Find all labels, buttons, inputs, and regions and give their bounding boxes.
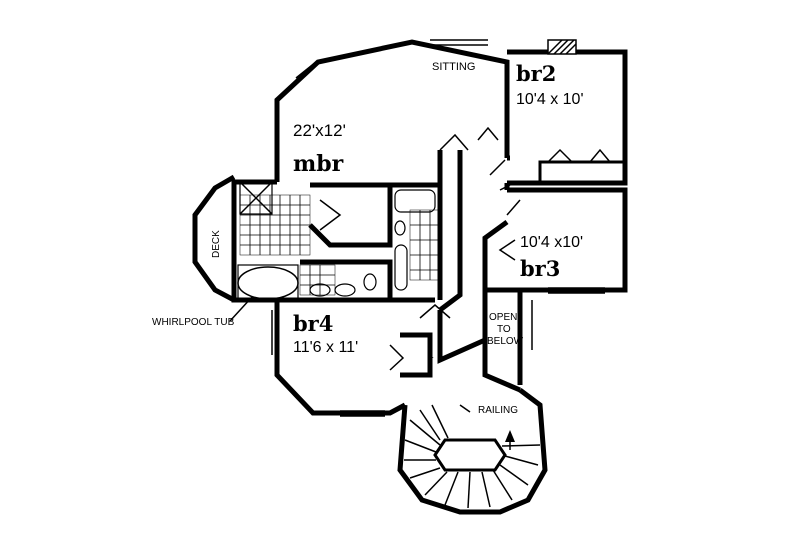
br2-dimensions: 10'4 x 10' xyxy=(516,91,584,108)
br4-dimensions: 11'6 x 11' xyxy=(293,339,358,356)
open-to-below-2: TO xyxy=(497,324,511,335)
mbr-sitting-wall xyxy=(274,39,510,182)
room-label-br3: br3 xyxy=(520,256,560,281)
shower xyxy=(239,181,273,215)
deck-label: DECK xyxy=(211,230,222,258)
toilet-2 xyxy=(363,273,377,291)
interior-walls xyxy=(300,148,627,472)
whirlpool-label: WHIRLPOOL TUB xyxy=(152,317,235,328)
bath-tiles xyxy=(239,194,439,296)
whirlpool-tub xyxy=(237,266,299,300)
br3-dimensions: 10'4 x10' xyxy=(520,234,583,251)
sink-2 xyxy=(334,283,356,297)
deck-wall xyxy=(192,174,236,303)
whirlpool-leader xyxy=(229,296,253,322)
fixtures xyxy=(237,181,436,301)
sink-1 xyxy=(309,283,331,297)
open-below-wall xyxy=(482,290,521,393)
room-label-sitting: SITTING xyxy=(432,61,475,73)
stair-tower-wall xyxy=(397,388,548,515)
room-label-br4: br4 xyxy=(293,311,333,336)
open-to-below-1: OPEN xyxy=(489,312,517,323)
room-label-mbr: mbr xyxy=(293,151,344,177)
br4-wall xyxy=(274,300,407,416)
linen-label: L xyxy=(428,350,434,361)
railing-label: RAILING xyxy=(478,405,518,416)
stairs xyxy=(404,404,541,509)
doors xyxy=(319,126,521,371)
open-to-below-3: BELOW xyxy=(487,336,524,347)
stair-arrow xyxy=(505,430,515,442)
windows xyxy=(271,39,605,417)
chimney xyxy=(547,39,577,55)
mbr-dimensions: 22'x12' xyxy=(293,121,346,140)
tub-2 xyxy=(394,189,436,213)
toilet-1 xyxy=(394,220,406,236)
br3-wall xyxy=(482,187,628,293)
room-label-br2: br2 xyxy=(516,61,556,86)
